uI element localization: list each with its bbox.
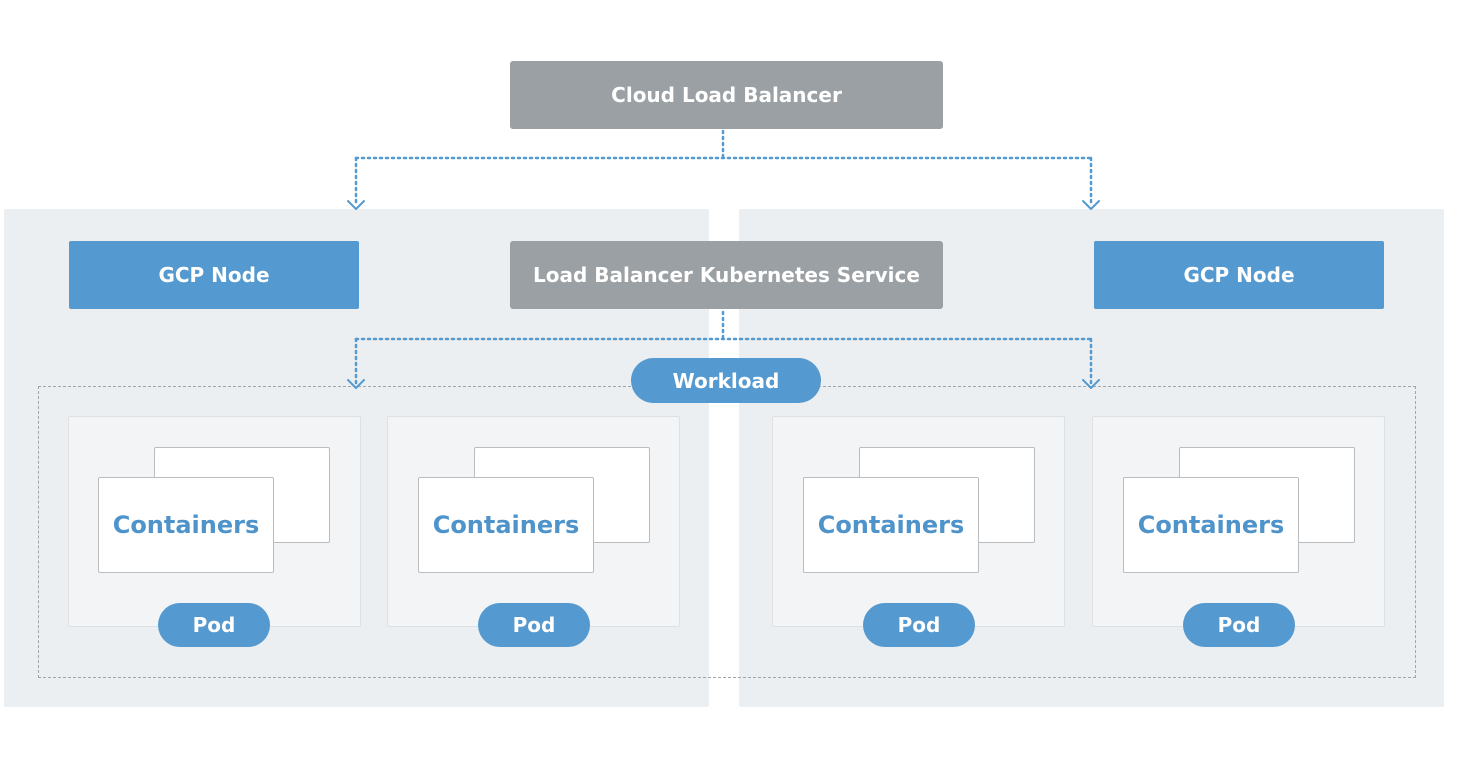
containers-label-4: Containers xyxy=(1137,511,1285,539)
gcp-node-left-label: GCP Node xyxy=(158,263,270,287)
containers-label-3: Containers xyxy=(817,511,965,539)
pod-badge-3: Pod xyxy=(863,603,975,647)
pod-badge-4: Pod xyxy=(1183,603,1295,647)
pod-label-2: Pod xyxy=(512,613,556,637)
workload-label: Workload xyxy=(672,368,780,393)
cloud-load-balancer-box: Cloud Load Balancer xyxy=(510,61,943,129)
containers-label-2: Containers xyxy=(432,511,580,539)
pod-label-1: Pod xyxy=(192,613,236,637)
gcp-node-right-label: GCP Node xyxy=(1183,263,1295,287)
gcp-node-right: GCP Node xyxy=(1094,241,1384,309)
containers-label-1: Containers xyxy=(112,511,260,539)
pod-badge-2: Pod xyxy=(478,603,590,647)
arrowhead-cloud-left xyxy=(347,200,365,210)
container-card-front-3: Containers xyxy=(803,477,979,573)
kubernetes-service-box: Load Balancer Kubernetes Service xyxy=(510,241,943,309)
pod-label-4: Pod xyxy=(1217,613,1261,637)
workload-badge: Workload xyxy=(631,358,821,403)
cloud-load-balancer-label: Cloud Load Balancer xyxy=(611,83,842,107)
container-card-front-2: Containers xyxy=(418,477,594,573)
pod-label-3: Pod xyxy=(897,613,941,637)
kubernetes-service-label: Load Balancer Kubernetes Service xyxy=(533,263,920,287)
pod-badge-1: Pod xyxy=(158,603,270,647)
container-card-front-1: Containers xyxy=(98,477,274,573)
gcp-node-left: GCP Node xyxy=(69,241,359,309)
arrowhead-cloud-right xyxy=(1082,200,1100,210)
container-card-front-4: Containers xyxy=(1123,477,1299,573)
